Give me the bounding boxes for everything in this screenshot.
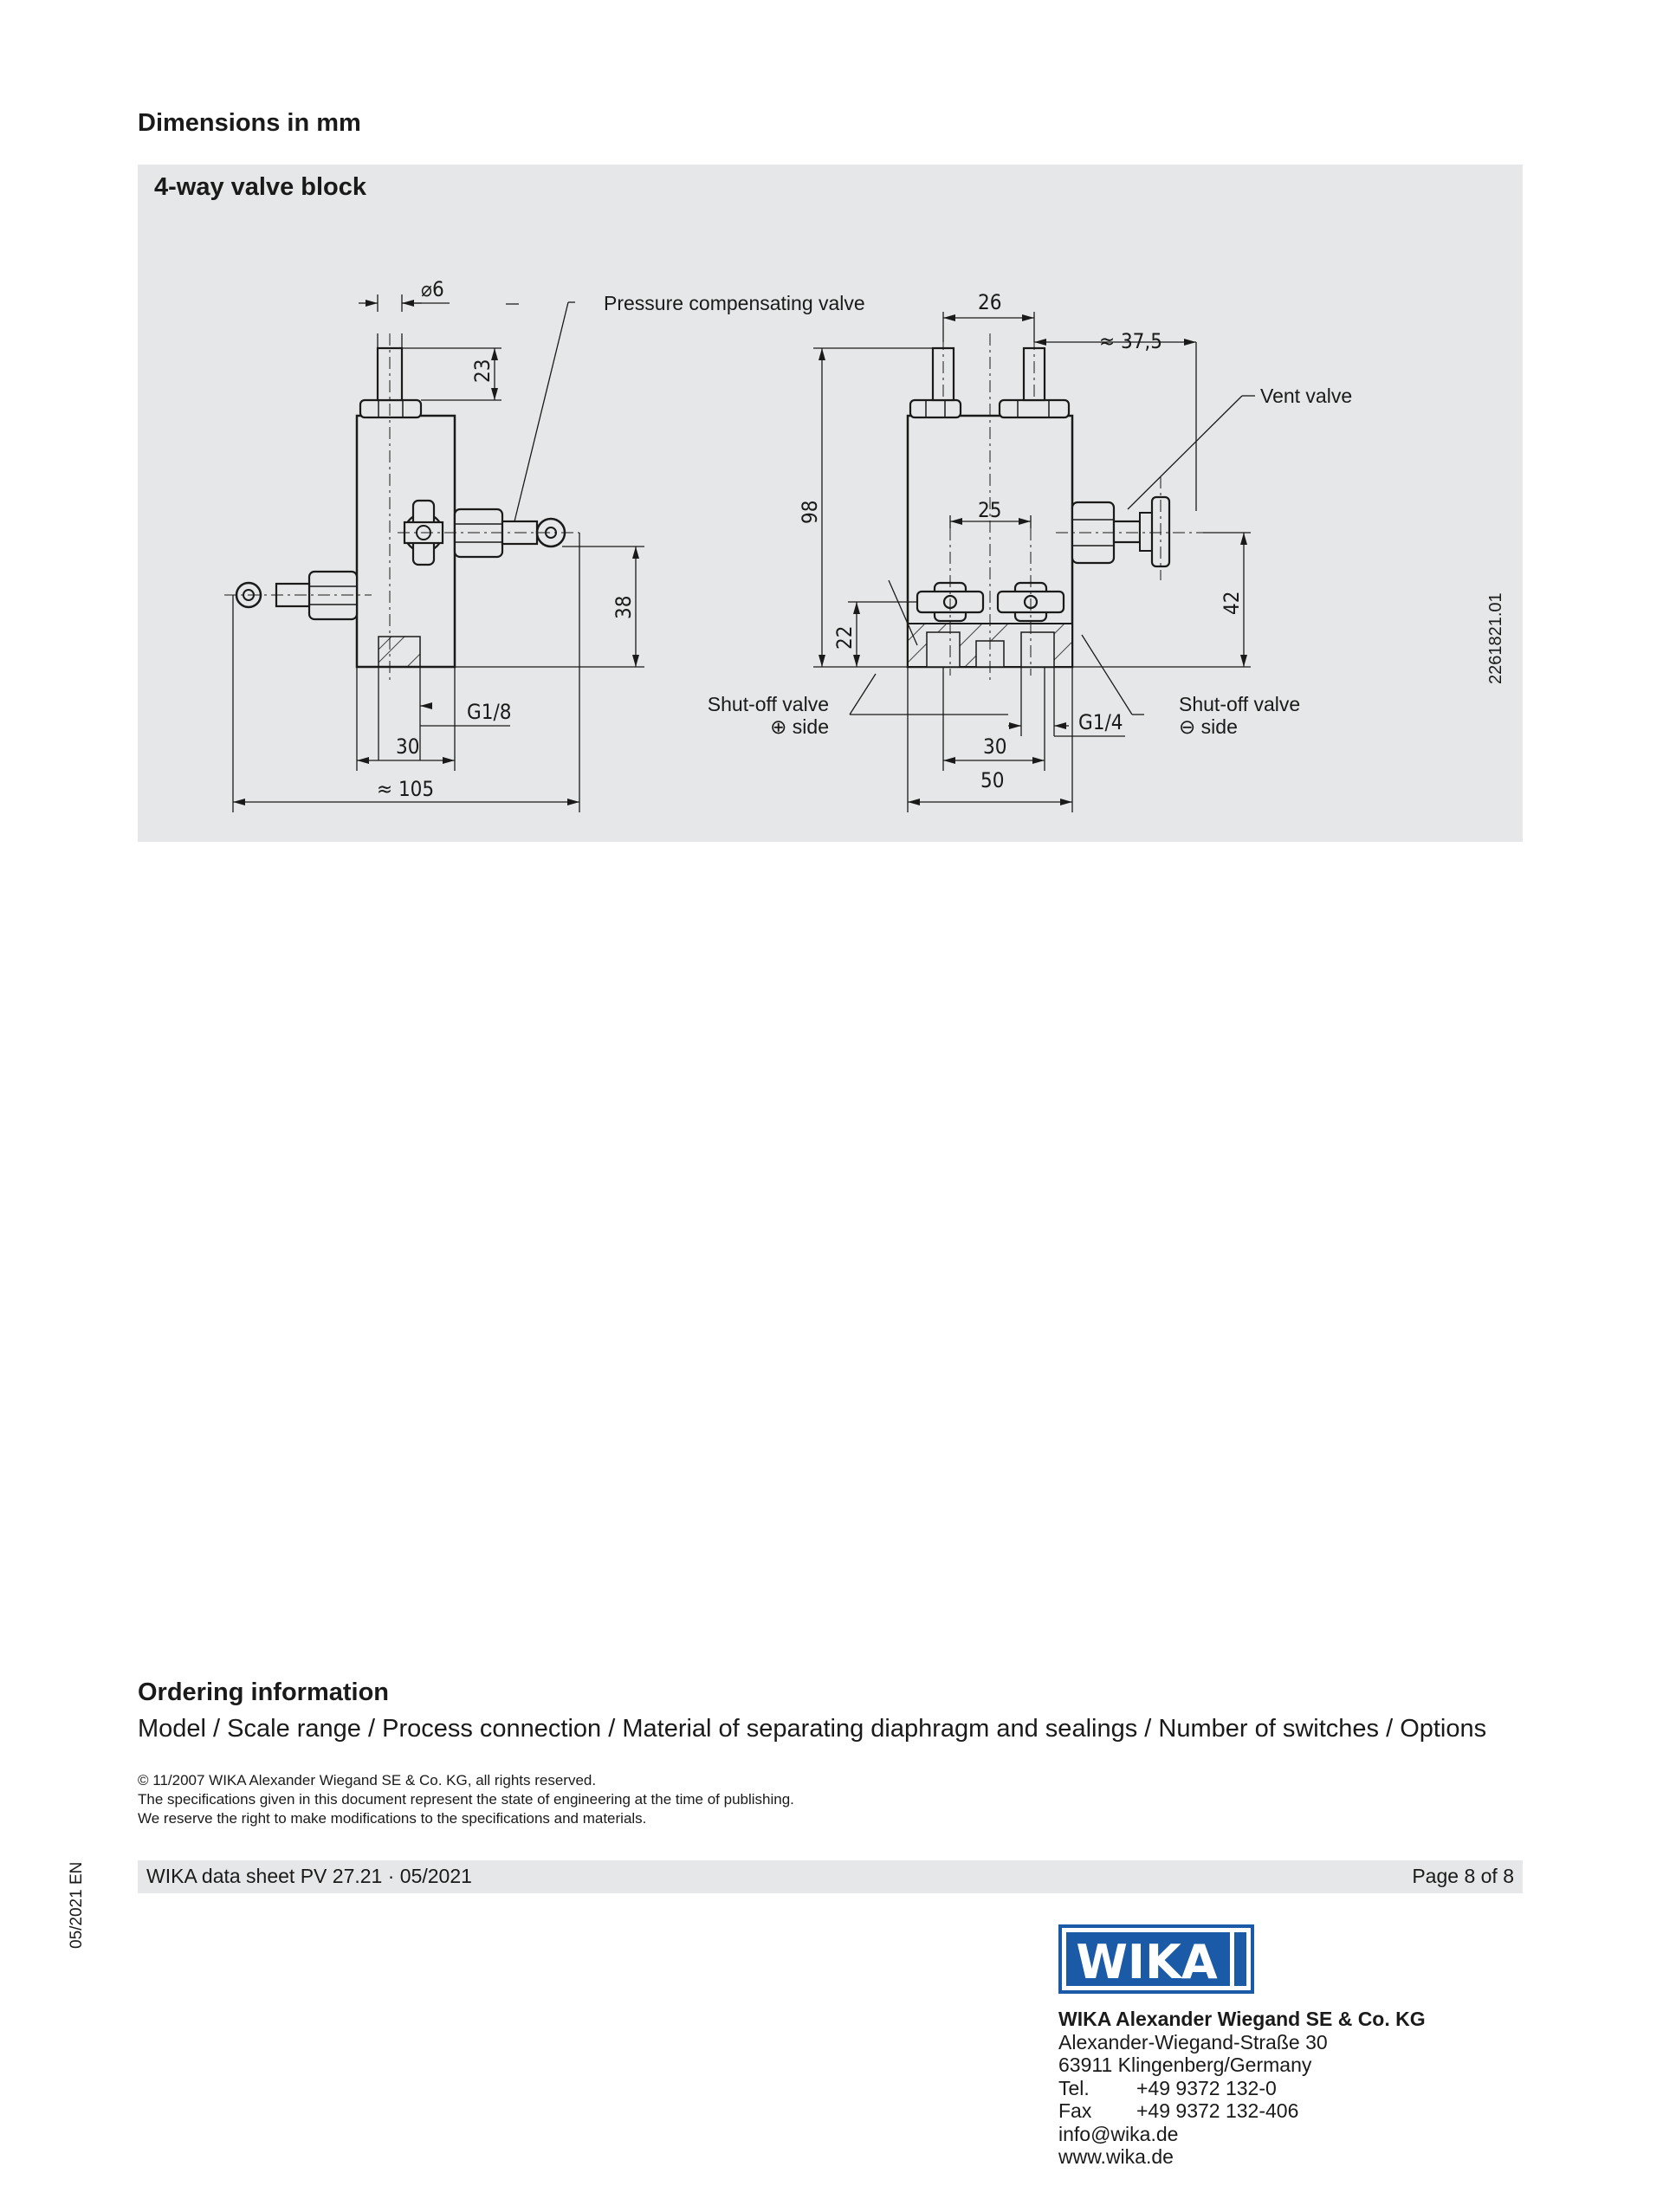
dim-g1-8: G1/8: [467, 700, 511, 724]
dim-g1-4: G1/4: [1078, 710, 1123, 734]
right-dimensions: [813, 312, 1255, 812]
email-link[interactable]: info@wika.de: [1058, 2122, 1179, 2145]
label-shutoff-plus-side: ⊕ side: [770, 715, 829, 738]
fax-number: +49 9372 132-406: [1136, 2099, 1299, 2122]
dim-42: 42: [1220, 592, 1244, 615]
wika-logo-text: WIKA: [1076, 1935, 1218, 1989]
figure-title: 4-way valve block: [154, 173, 367, 201]
footer-page-number: Page 8 of 8: [1412, 1865, 1514, 1887]
copyright-line: © 11/2007 WIKA Alexander Wiegand SE & Co…: [138, 1772, 597, 1788]
section-heading: Dimensions in mm: [138, 109, 361, 137]
ordering-heading: Ordering information: [138, 1678, 389, 1706]
label-shutoff-minus: Shut-off valve: [1179, 693, 1300, 715]
technical-drawing: ⌀6 23 38 G1/8 30 ≈ 105 26 ≈ 37,5 98 25 2…: [224, 277, 1352, 812]
ordering-text: Model / Scale range / Process connection…: [138, 1715, 1487, 1743]
label-shutoff-minus-side: ⊖ side: [1179, 715, 1238, 738]
dim-30-right: 30: [983, 734, 1006, 759]
telephone: Tel. +49 9372 132-0: [1058, 2077, 1426, 2100]
company-address: WIKA Alexander Wiegand SE & Co. KG Alexa…: [1058, 2008, 1426, 2169]
dim-98: 98: [798, 501, 822, 524]
left-view: [224, 333, 579, 684]
dim-25: 25: [978, 498, 1001, 522]
dim-22: 22: [832, 626, 857, 650]
footer-bar: [138, 1860, 1523, 1893]
specifications-line: The specifications given in this documen…: [138, 1791, 794, 1808]
label-vent-valve: Vent valve: [1260, 385, 1352, 407]
side-date-label: 05/2021 EN: [68, 1861, 86, 1949]
fax: Fax +49 9372 132-406: [1058, 2099, 1426, 2123]
dimension-arrows: [233, 300, 1247, 805]
dim-diameter-6: ⌀6: [421, 277, 444, 301]
label-shutoff-plus: Shut-off valve: [708, 693, 829, 715]
copyright-notice: © 11/2007 WIKA Alexander Wiegand SE & Co…: [138, 1771, 794, 1828]
dim-26: 26: [978, 290, 1001, 314]
label-pressure-compensating-valve: Pressure compensating valve: [604, 292, 865, 314]
tel-number: +49 9372 132-0: [1136, 2076, 1277, 2099]
drawing-number: 2261821.01: [1486, 592, 1505, 684]
fax-label: Fax: [1058, 2099, 1092, 2122]
dim-23: 23: [470, 359, 495, 383]
modifications-line: We reserve the right to make modificatio…: [138, 1810, 647, 1827]
company-name: WIKA Alexander Wiegand SE & Co. KG: [1058, 2008, 1426, 2030]
city: 63911 Klingenberg/Germany: [1058, 2054, 1312, 2076]
right-view: [906, 333, 1203, 684]
website-link[interactable]: www.wika.de: [1058, 2145, 1174, 2168]
dim-30-left: 30: [396, 734, 419, 759]
dim-37-5: ≈ 37,5: [1099, 329, 1162, 353]
dim-38: 38: [611, 596, 636, 619]
dim-50: 50: [980, 768, 1004, 792]
tel-label: Tel.: [1058, 2076, 1090, 2099]
wika-logo: WIKA: [1058, 1924, 1254, 1994]
footer-datasheet-ref: WIKA data sheet PV 27.21 · 05/2021: [146, 1865, 472, 1887]
street: Alexander-Wiegand-Straße 30: [1058, 2030, 1328, 2054]
dim-105: ≈ 105: [377, 777, 434, 801]
